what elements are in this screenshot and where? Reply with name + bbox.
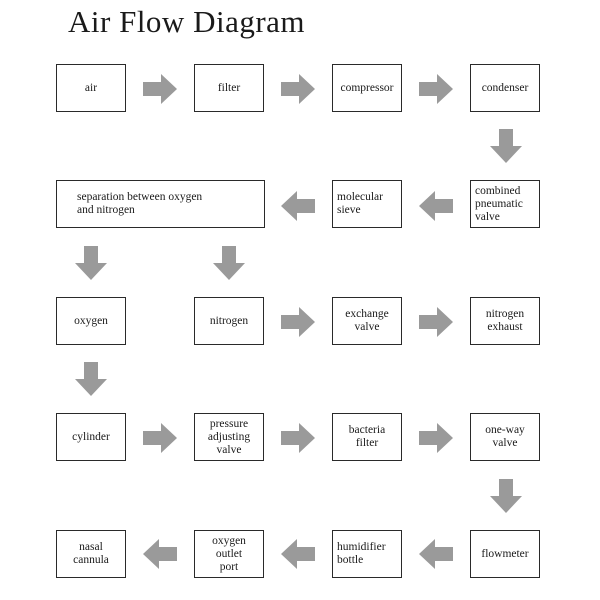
node-air: air [56,64,126,112]
node-combined-pneumatic-valve: combined pneumatic valve [470,180,540,228]
node-one-way-valve: one-way valve [470,413,540,461]
node-pressure-adjusting-valve: pressure adjusting valve [194,413,264,461]
arrow-left-icon [143,539,177,569]
node-separation: separation between oxygen and nitrogen [56,180,265,228]
arrow-right-icon [281,423,315,453]
node-condenser: condenser [470,64,540,112]
node-cylinder: cylinder [56,413,126,461]
arrow-left-icon [281,191,315,221]
arrow-right-icon [143,74,177,104]
node-humidifier-bottle: humidifier bottle [332,530,402,578]
node-molecular-sieve: molecular sieve [332,180,402,228]
arrow-left-icon [281,539,315,569]
arrow-down-icon [75,362,107,396]
node-compressor: compressor [332,64,402,112]
arrow-down-icon [213,246,245,280]
arrow-down-icon [75,246,107,280]
node-bacteria-filter: bacteria filter [332,413,402,461]
node-exchange-valve: exchange valve [332,297,402,345]
node-filter: filter [194,64,264,112]
arrow-left-icon [419,191,453,221]
node-nitrogen-exhaust: nitrogen exhaust [470,297,540,345]
arrow-right-icon [419,423,453,453]
node-flowmeter: flowmeter [470,530,540,578]
arrow-right-icon [143,423,177,453]
diagram-title: Air Flow Diagram [68,4,306,39]
node-oxygen-outlet-port: oxygen outlet port [194,530,264,578]
node-nitrogen: nitrogen [194,297,264,345]
arrow-right-icon [419,74,453,104]
arrow-right-icon [281,307,315,337]
arrow-left-icon [419,539,453,569]
arrow-down-icon [490,129,522,163]
node-oxygen: oxygen [56,297,126,345]
arrow-down-icon [490,479,522,513]
arrow-right-icon [419,307,453,337]
node-nasal-cannula: nasal cannula [56,530,126,578]
arrow-right-icon [281,74,315,104]
